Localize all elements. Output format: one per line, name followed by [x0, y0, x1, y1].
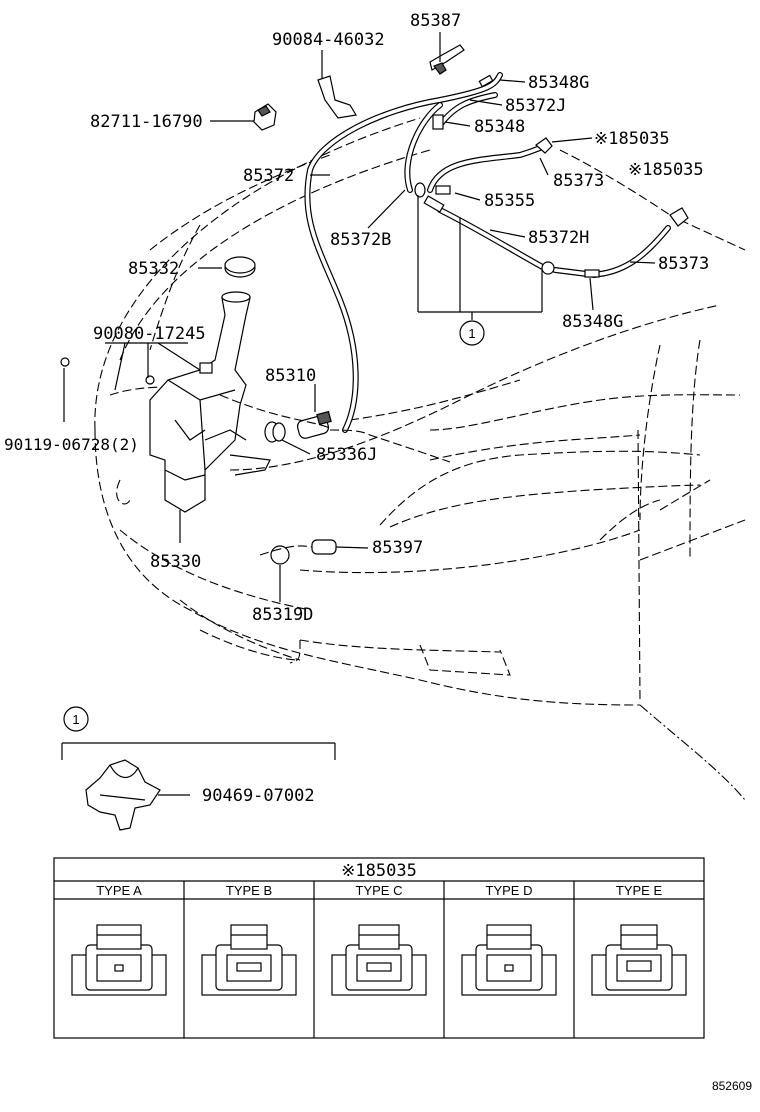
label-85332: 85332 [128, 259, 179, 279]
label-82711-16790: 82711-16790 [90, 112, 203, 132]
label-85372B: 85372B [330, 230, 391, 250]
type-e-nozzle-drawing [591, 924, 687, 996]
label-85355: 85355 [484, 191, 535, 211]
callout-circle: 1 [459, 320, 485, 346]
label-90080-17245: 90080-17245 [93, 324, 206, 344]
label-85397: 85397 [372, 538, 423, 558]
tank-clip [145, 375, 155, 385]
washer-nozzles [535, 137, 689, 227]
callout-label: 1 [468, 326, 475, 341]
label-85373-a: 85373 [553, 171, 604, 191]
label-85348: 85348 [474, 117, 525, 137]
label-90469-07002: 90469-07002 [202, 786, 315, 806]
type-a-label: TYPE A [96, 883, 142, 898]
type-b-label: TYPE B [226, 883, 272, 898]
part-labels: 85387 90084-46032 85348G 82711-16790 853… [4, 11, 709, 806]
label-85319D: 85319D [252, 605, 313, 625]
label-85330: 85330 [150, 552, 201, 572]
hose-clip-detail [85, 759, 161, 831]
type-d-label: TYPE D [486, 883, 533, 898]
washer-pump [296, 410, 332, 439]
detail-callout-label: 1 [72, 712, 79, 727]
label-90084-46032: 90084-46032 [272, 30, 385, 50]
car-body-outline [94, 117, 746, 801]
type-b-nozzle-drawing [201, 924, 297, 996]
harness-clamp [253, 103, 277, 131]
type-table-header: ※185035 [341, 861, 417, 881]
label-85310: 85310 [265, 366, 316, 386]
bolt [60, 357, 70, 367]
figure-number: 852609 [712, 1079, 752, 1093]
type-c-label: TYPE C [356, 883, 403, 898]
connection-lines [219, 149, 746, 556]
label-85348G-bottom: 85348G [562, 312, 623, 332]
level-sensor [270, 539, 337, 565]
leader-lines [61, 32, 656, 796]
detail-callout-circle: 1 [63, 706, 89, 732]
hose-bracket-90084 [317, 75, 357, 119]
label-85035-b: ※185035 [628, 160, 704, 180]
label-85387: 85387 [410, 11, 461, 31]
nozzle-type-table: ※185035 TYPE A TYPE B TYPE C TYPE D TYPE… [53, 857, 705, 1039]
washer-cap [224, 256, 256, 278]
label-85372H: 85372H [528, 228, 589, 248]
washer-hoses [304, 72, 671, 433]
label-85336J: 85336J [316, 445, 377, 465]
pump-grommet [264, 421, 286, 443]
type-a-nozzle-drawing [71, 924, 167, 996]
type-d-nozzle-drawing [461, 924, 557, 996]
label-90119-06728: 90119-06728(2) [4, 435, 139, 454]
type-c-nozzle-drawing [331, 924, 427, 996]
label-85372: 85372 [243, 166, 294, 186]
hose-bracket-85387 [429, 44, 465, 75]
label-85348G-top: 85348G [528, 73, 589, 93]
type-e-label: TYPE E [616, 883, 663, 898]
label-85372J: 85372J [505, 96, 566, 116]
label-85035-a: ※185035 [594, 129, 670, 149]
label-85373-b: 85373 [658, 254, 709, 274]
washer-tank [149, 291, 271, 513]
